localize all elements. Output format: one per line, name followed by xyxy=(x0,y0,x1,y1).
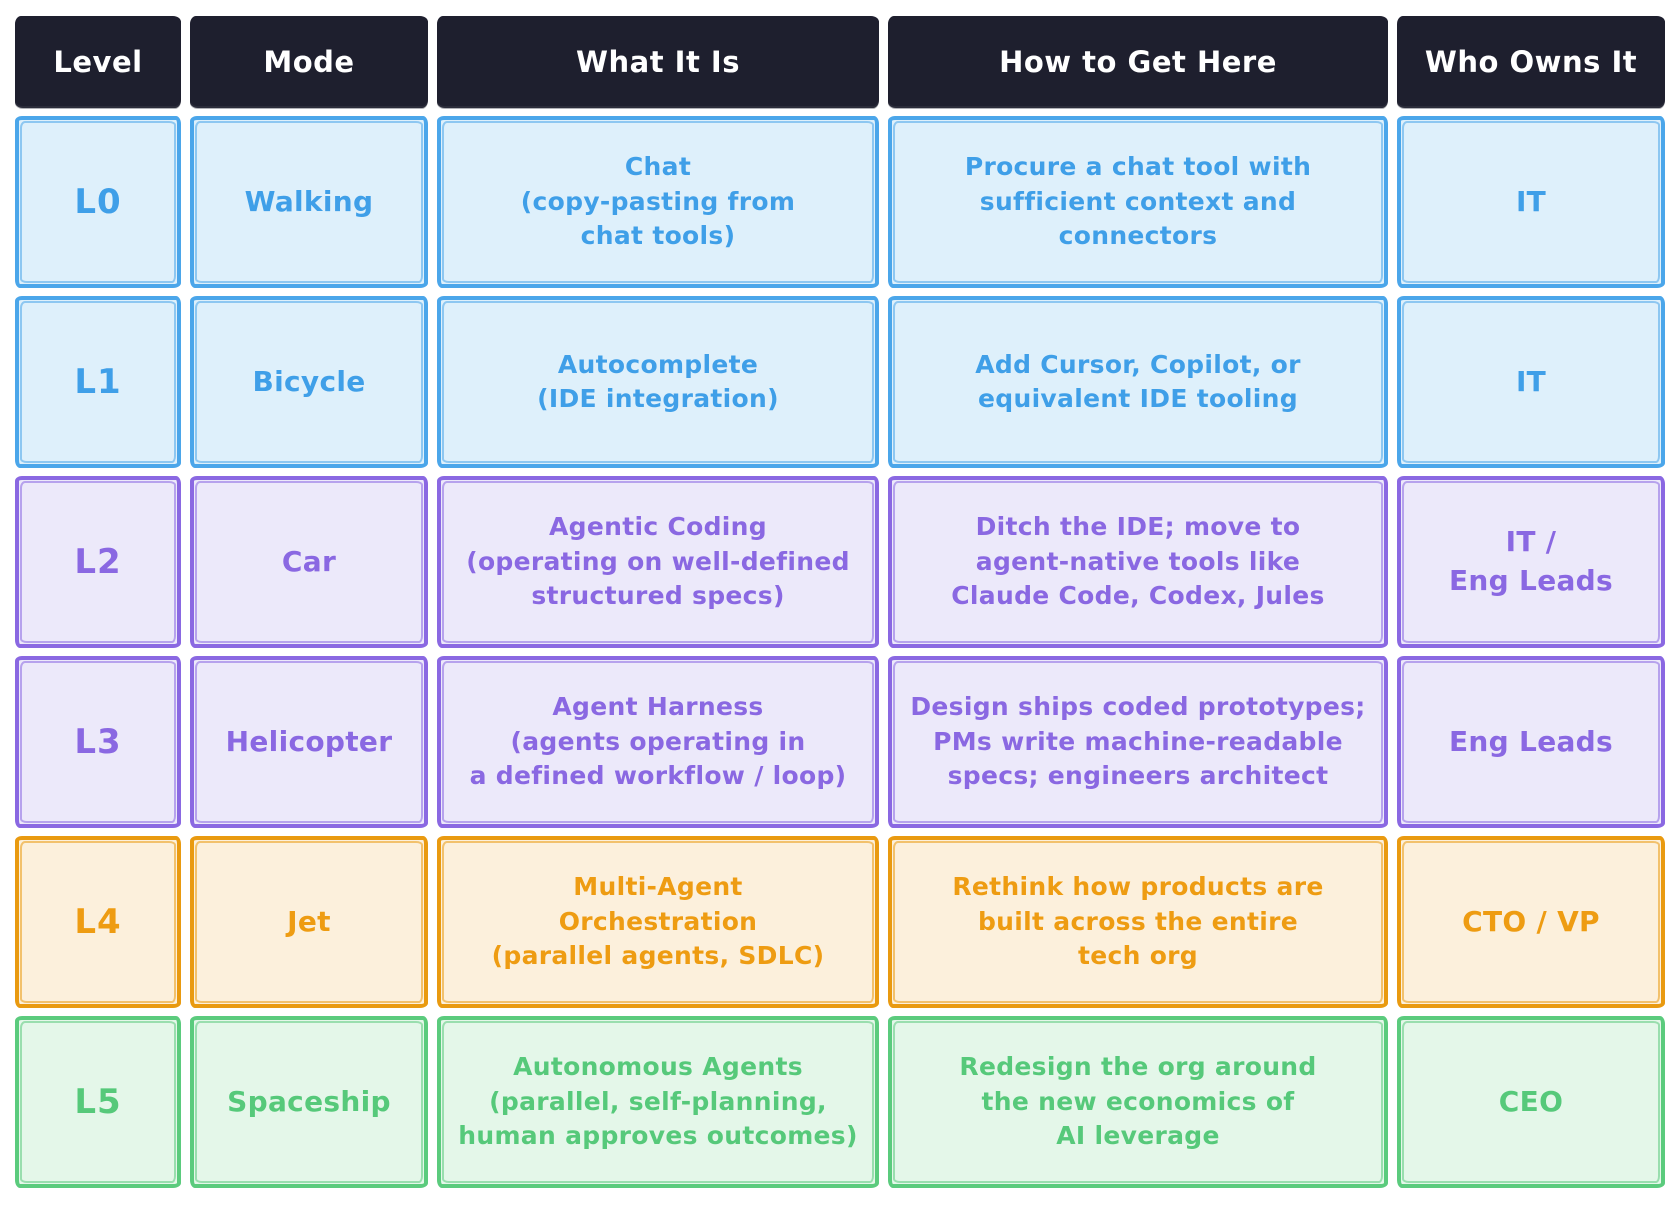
cell-l5-how: Redesign the org around the new economic… xyxy=(888,1016,1388,1188)
cell-l5-level: L5 xyxy=(15,1016,181,1188)
cell-l0-how: Procure a chat tool with sufficient cont… xyxy=(888,116,1388,288)
cell-l5-who: CEO xyxy=(1397,1016,1665,1188)
column-header-mode: Mode xyxy=(190,16,428,108)
cell-l3-level: L3 xyxy=(15,656,181,828)
cell-l0-what: Chat (copy-pasting from chat tools) xyxy=(437,116,879,288)
column-header-who-owns-it: Who Owns It xyxy=(1397,16,1665,108)
cell-l2-level: L2 xyxy=(15,476,181,648)
cell-l3-who: Eng Leads xyxy=(1397,656,1665,828)
table-grid: Level Mode What It Is How to Get Here Wh… xyxy=(15,16,1665,1188)
cell-l2-who: IT / Eng Leads xyxy=(1397,476,1665,648)
cell-l2-what: Agentic Coding (operating on well-define… xyxy=(437,476,879,648)
cell-l2-how: Ditch the IDE; move to agent-native tool… xyxy=(888,476,1388,648)
cell-l5-mode: Spaceship xyxy=(190,1016,428,1188)
column-header-level: Level xyxy=(15,16,181,108)
cell-l3-how: Design ships coded prototypes; PMs write… xyxy=(888,656,1388,828)
cell-l5-what: Autonomous Agents (parallel, self-planni… xyxy=(437,1016,879,1188)
cell-l1-level: L1 xyxy=(15,296,181,468)
cell-l0-mode: Walking xyxy=(190,116,428,288)
cell-l4-who: CTO / VP xyxy=(1397,836,1665,1008)
cell-l2-mode: Car xyxy=(190,476,428,648)
cell-l4-what: Multi-Agent Orchestration (parallel agen… xyxy=(437,836,879,1008)
cell-l0-who: IT xyxy=(1397,116,1665,288)
cell-l4-mode: Jet xyxy=(190,836,428,1008)
column-header-what-it-is: What It Is xyxy=(437,16,879,108)
cell-l1-what: Autocomplete (IDE integration) xyxy=(437,296,879,468)
cell-l3-mode: Helicopter xyxy=(190,656,428,828)
cell-l1-who: IT xyxy=(1397,296,1665,468)
cell-l1-how: Add Cursor, Copilot, or equivalent IDE t… xyxy=(888,296,1388,468)
cell-l1-mode: Bicycle xyxy=(190,296,428,468)
cell-l4-how: Rethink how products are built across th… xyxy=(888,836,1388,1008)
cell-l3-what: Agent Harness (agents operating in a def… xyxy=(437,656,879,828)
column-header-how-to-get-here: How to Get Here xyxy=(888,16,1388,108)
cell-l0-level: L0 xyxy=(15,116,181,288)
cell-l4-level: L4 xyxy=(15,836,181,1008)
